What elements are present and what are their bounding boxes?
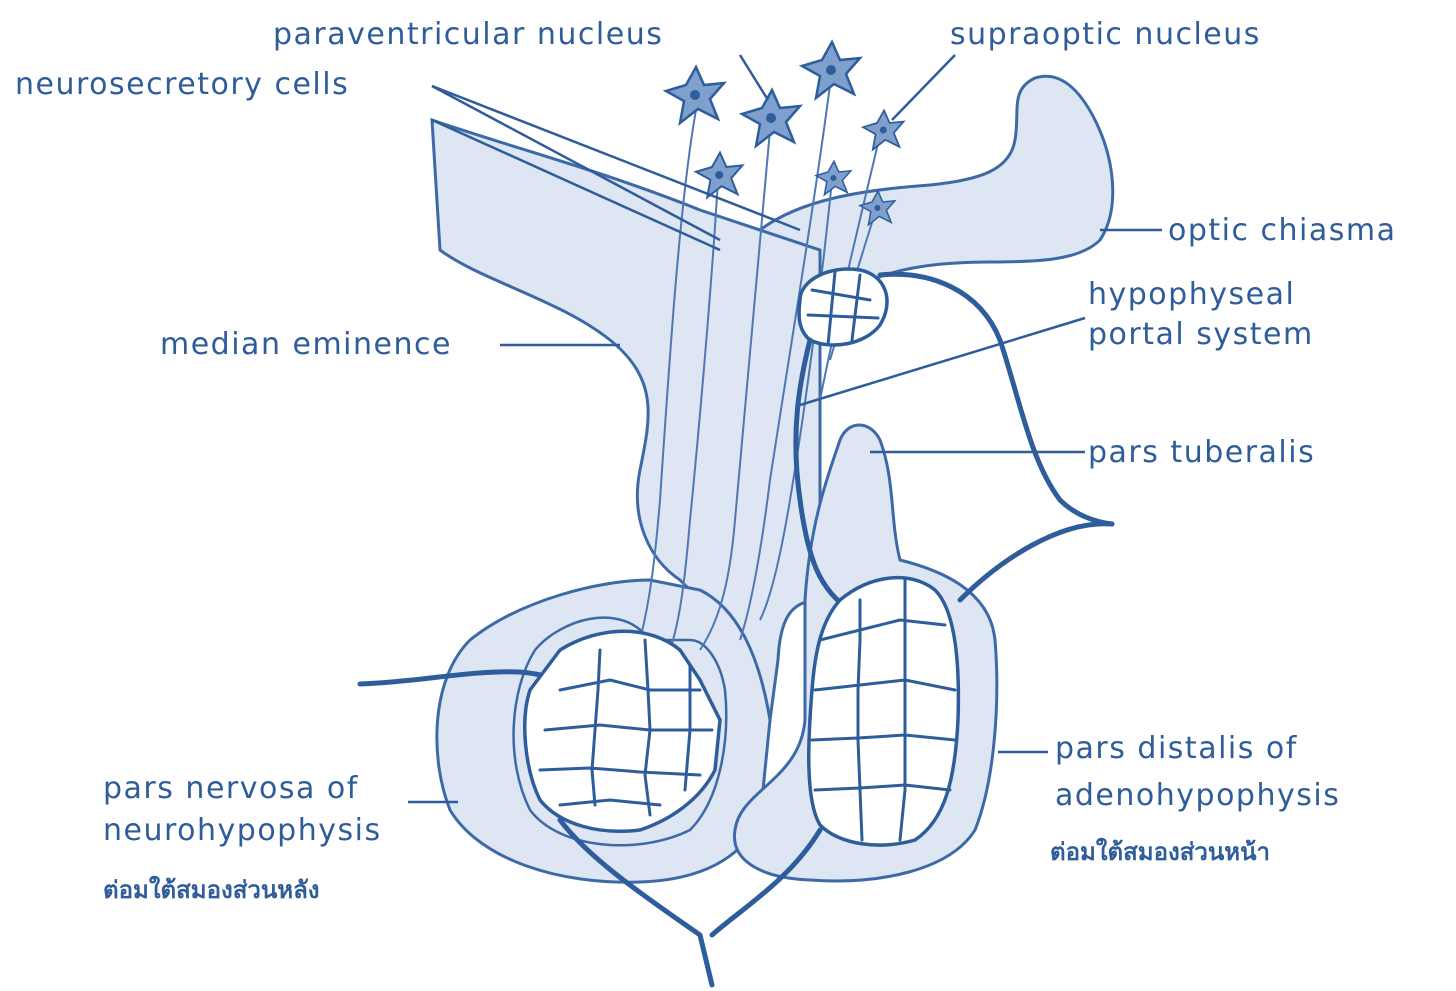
label-neurosecretory-cells: neurosecretory cells	[15, 67, 349, 102]
label-hypophyseal-portal-line2: portal system	[1088, 317, 1314, 352]
label-pars-nervosa-thai: ต่อมใต้สมองส่วนหลัง	[103, 875, 320, 904]
label-median-eminence: median eminence	[160, 327, 452, 362]
label-paraventricular-nucleus: paraventricular nucleus	[273, 17, 663, 52]
neurosecretory-cell-icon	[696, 153, 742, 198]
neurosecretory-cell-icon	[742, 90, 800, 146]
label-pars-distalis-line1: pars distalis of	[1055, 731, 1298, 766]
label-pars-distalis-thai: ต่อมใต้สมองส่วนหน้า	[1050, 837, 1270, 866]
label-pars-nervosa-line1: pars nervosa of	[103, 771, 359, 806]
label-optic-chiasma: optic chiasma	[1168, 213, 1397, 248]
label-pars-nervosa-line2: neurohypophysis	[103, 813, 382, 848]
label-pars-distalis-line2: adenohypophysis	[1055, 778, 1340, 813]
neurosecretory-cell-icon	[802, 42, 860, 98]
anterior-capillary-network	[809, 578, 959, 845]
label-pars-tuberalis: pars tuberalis	[1088, 435, 1315, 470]
neurosecretory-cell-icon	[816, 161, 851, 195]
label-hypophyseal-portal-line1: hypophyseal	[1088, 277, 1295, 312]
neurosecretory-cell-icon	[863, 110, 904, 149]
label-supraoptic-nucleus: supraoptic nucleus	[950, 17, 1261, 52]
